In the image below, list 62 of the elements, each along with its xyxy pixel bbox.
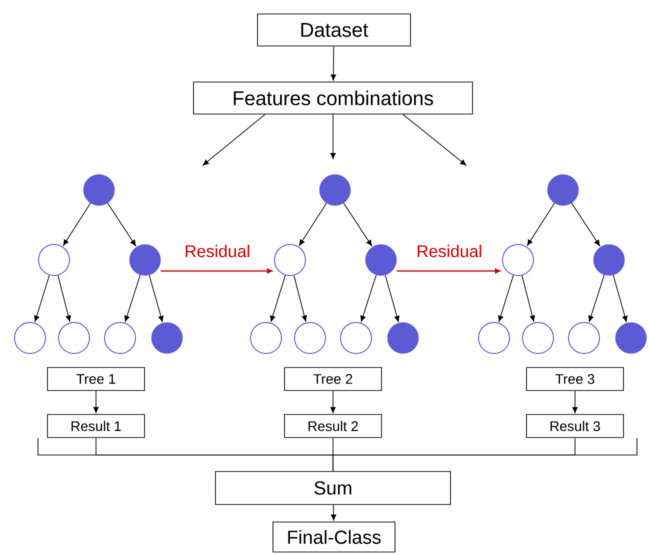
arrow: [330, 504, 336, 521]
arrow: [343, 202, 372, 246]
process-box: Sum: [215, 471, 451, 505]
filled-circle: [319, 174, 351, 206]
arrow: [107, 202, 136, 246]
tree-node-circle: [14, 322, 46, 354]
filled-circle: [593, 244, 625, 276]
arrow: [330, 114, 336, 159]
tree-node-circle: [274, 244, 306, 276]
arrow: [202, 114, 266, 166]
tree-node-circle: [104, 322, 136, 354]
filled-circle: [83, 174, 115, 206]
filled-circle: [387, 322, 419, 354]
arrow: [294, 275, 307, 322]
connector-line: [332, 438, 576, 472]
tree-node-circle: [522, 322, 554, 354]
tree-node-circle: [568, 322, 600, 354]
process-box: Tree 1: [47, 367, 145, 391]
tree-node-circle: [502, 244, 534, 276]
arrow: [270, 274, 286, 322]
filled-circle: [151, 322, 183, 354]
process-box: Tree 2: [284, 367, 382, 391]
edge-label: Residual: [418, 244, 482, 258]
arrow: [93, 390, 99, 414]
arrow: [522, 275, 535, 322]
process-box: Features combinations: [193, 82, 473, 114]
arrow: [360, 274, 377, 322]
arrow: [58, 275, 71, 322]
arrow: [571, 202, 600, 246]
arrow: [34, 274, 50, 322]
process-box: Tree 3: [526, 367, 624, 391]
filled-circle: [129, 244, 161, 276]
process-box: Final-Class: [272, 522, 396, 552]
arrow: [402, 114, 466, 166]
tree-node-circle: [478, 322, 510, 354]
arrow: [588, 274, 605, 322]
filled-circle: [547, 174, 579, 206]
process-box: Result 3: [526, 414, 624, 438]
edge-label: Residual: [186, 244, 250, 258]
arrow: [63, 202, 91, 246]
arrow: [396, 268, 500, 274]
filled-circle: [615, 322, 647, 354]
tree-node-circle: [294, 322, 326, 354]
arrow: [612, 274, 628, 322]
arrow: [330, 46, 336, 81]
arrow: [124, 274, 141, 322]
arrow: [299, 202, 327, 246]
arrow: [148, 274, 164, 322]
tree-node-circle: [340, 322, 372, 354]
arrow: [527, 202, 555, 246]
arrow: [330, 390, 336, 414]
arrow: [160, 268, 272, 274]
filled-circle: [365, 244, 397, 276]
process-box: Result 2: [284, 414, 382, 438]
process-box: Dataset: [257, 14, 411, 46]
arrow: [572, 390, 578, 414]
arrow: [498, 274, 514, 322]
tree-node-circle: [38, 244, 70, 276]
arrow: [384, 274, 400, 322]
tree-node-circle: [58, 322, 90, 354]
tree-node-circle: [250, 322, 282, 354]
process-box: Result 1: [47, 414, 145, 438]
